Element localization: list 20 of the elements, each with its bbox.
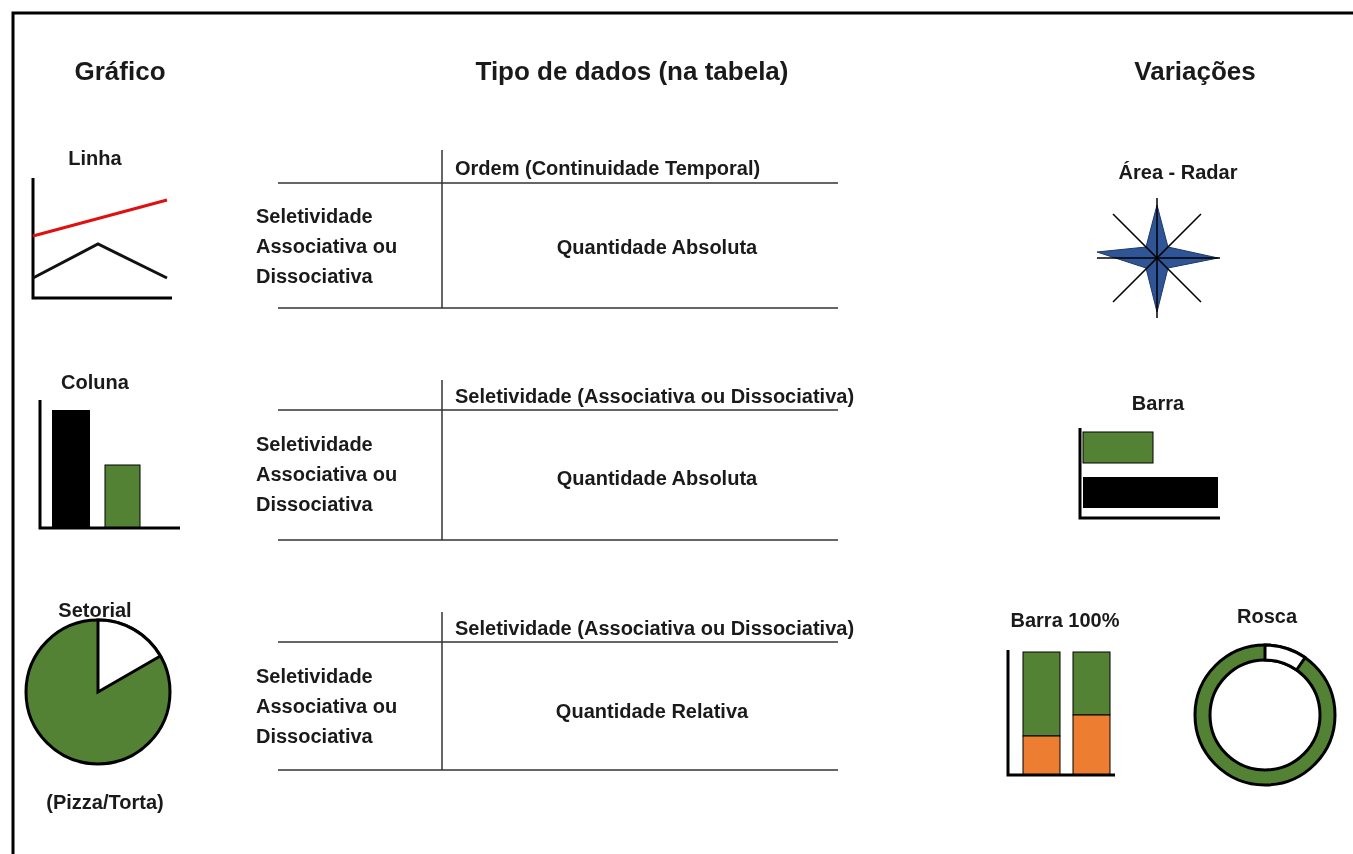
- column-heading: Variações: [1133, 56, 1257, 86]
- chart-name: Setorial: [57, 598, 133, 623]
- column-header: Ordem (Continuidade Temporal): [455, 156, 762, 181]
- cell-text: Quantidade Absoluta: [555, 235, 759, 260]
- chart-caption: (Pizza/Torta): [45, 790, 165, 815]
- column-heading: Tipo de dados (na tabela): [474, 56, 790, 86]
- chart-name: Coluna: [60, 370, 130, 395]
- column-header: Seletividade (Associativa ou Dissociativa): [455, 616, 856, 641]
- chart-name: Rosca: [1236, 604, 1299, 629]
- cell-text: Quantidade Absoluta: [555, 466, 759, 491]
- column-header: Seletividade (Associativa ou Dissociativa): [455, 384, 856, 409]
- row-header: Seletividade Associativa ou Dissociativa: [256, 664, 399, 749]
- cell-text: Quantidade Relativa: [554, 699, 750, 724]
- column-heading: Gráfico: [73, 56, 167, 86]
- row-header: Seletividade Associativa ou Dissociativa: [256, 432, 399, 517]
- row-header: Seletividade Associativa ou Dissociativa: [256, 204, 399, 289]
- chart-name: Barra 100%: [1009, 608, 1121, 633]
- chart-name: Linha: [67, 146, 123, 171]
- chart-name: Área - Radar: [1117, 160, 1239, 185]
- chart-name: Barra: [1130, 391, 1186, 416]
